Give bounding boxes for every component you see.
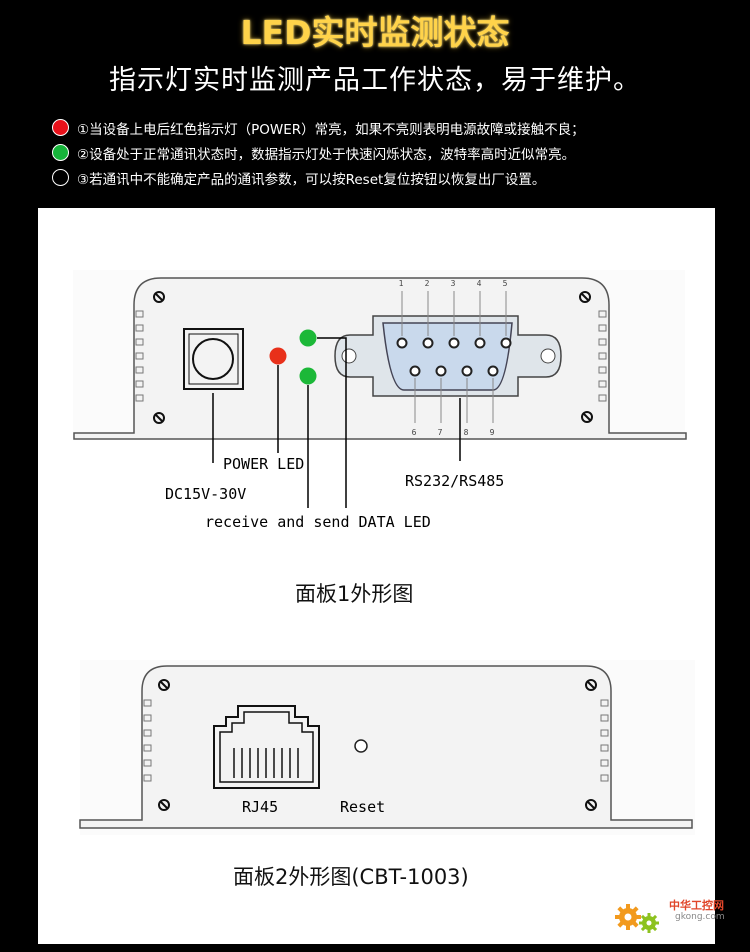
note-text: ③若通讯中不能确定产品的通讯参数，可以按Reset复位按钮以恢复出厂设置。 <box>77 171 546 188</box>
db9-connector-icon: 1 2 3 4 5 6 7 8 9 <box>334 279 562 437</box>
panel2-enclosure <box>79 660 695 835</box>
empty-dot-icon <box>52 169 69 186</box>
rs-interface-label: RS232/RS485 <box>405 472 505 490</box>
data-led-label: receive and send DATA LED <box>205 513 431 531</box>
screw-icon <box>153 291 593 424</box>
screw-icon <box>158 679 597 811</box>
led-notes: ①当设备上电后红色指示灯（POWER）常亮，如果不亮则表明电源故障或接触不良； … <box>52 115 742 190</box>
db9-pin-label: 2 <box>425 279 430 288</box>
data-led-bottom-icon <box>299 367 317 385</box>
data-led-top-icon <box>299 329 317 347</box>
dc-jack-icon <box>183 328 244 390</box>
page-title: LED实时监测状态 <box>240 13 510 52</box>
power-led-label: POWER LED <box>223 455 305 473</box>
diagram-area: 1 2 3 4 5 6 7 8 9 <box>38 208 715 944</box>
red-dot-icon <box>52 119 69 136</box>
green-dot-icon <box>52 144 69 161</box>
gear-icon <box>615 904 659 933</box>
db9-pin-label: 4 <box>477 279 482 288</box>
note-data: ②设备处于正常通讯状态时，数据指示灯处于快速闪烁状态，波特率高时近似常亮。 <box>52 140 742 165</box>
panel1-caption: 面板1外形图 <box>295 582 414 606</box>
callout-lines <box>212 337 461 508</box>
db9-pin-label: 8 <box>464 428 469 437</box>
reset-label: Reset <box>340 798 386 816</box>
note-text: ②设备处于正常通讯状态时，数据指示灯处于快速闪烁状态，波特率高时近似常亮。 <box>77 146 576 163</box>
power-led-icon <box>269 347 287 365</box>
page-subtitle: 指示灯实时监测产品工作状态，易于维护。 <box>109 65 641 96</box>
dc-voltage-label: DC15V-30V <box>165 485 247 503</box>
note-reset: ③若通讯中不能确定产品的通讯参数，可以按Reset复位按钮以恢复出厂设置。 <box>52 165 742 190</box>
db9-pin-label: 7 <box>438 428 443 437</box>
note-power: ①当设备上电后红色指示灯（POWER）常亮，如果不亮则表明电源故障或接触不良； <box>52 115 742 140</box>
db9-pin-label: 5 <box>503 279 508 288</box>
note-text: ①当设备上电后红色指示灯（POWER）常亮，如果不亮则表明电源故障或接触不良； <box>77 121 585 138</box>
db9-pin-label: 9 <box>490 428 495 437</box>
watermark-logo: 中华工控网 gkong.com <box>612 893 742 943</box>
watermark-domain: gkong.com <box>675 912 725 922</box>
panel2-caption: 面板2外形图(CBT-1003) <box>233 865 469 889</box>
db9-pin-label: 3 <box>451 279 456 288</box>
watermark-name: 中华工控网 <box>669 899 724 912</box>
panel-diagrams: 1 2 3 4 5 6 7 8 9 <box>73 270 695 835</box>
db9-pin-label: 6 <box>412 428 417 437</box>
rj45-port-icon <box>213 705 320 789</box>
db9-pin-label: 1 <box>399 279 404 288</box>
rj45-label: RJ45 <box>242 798 279 816</box>
reset-button[interactable] <box>354 739 368 753</box>
